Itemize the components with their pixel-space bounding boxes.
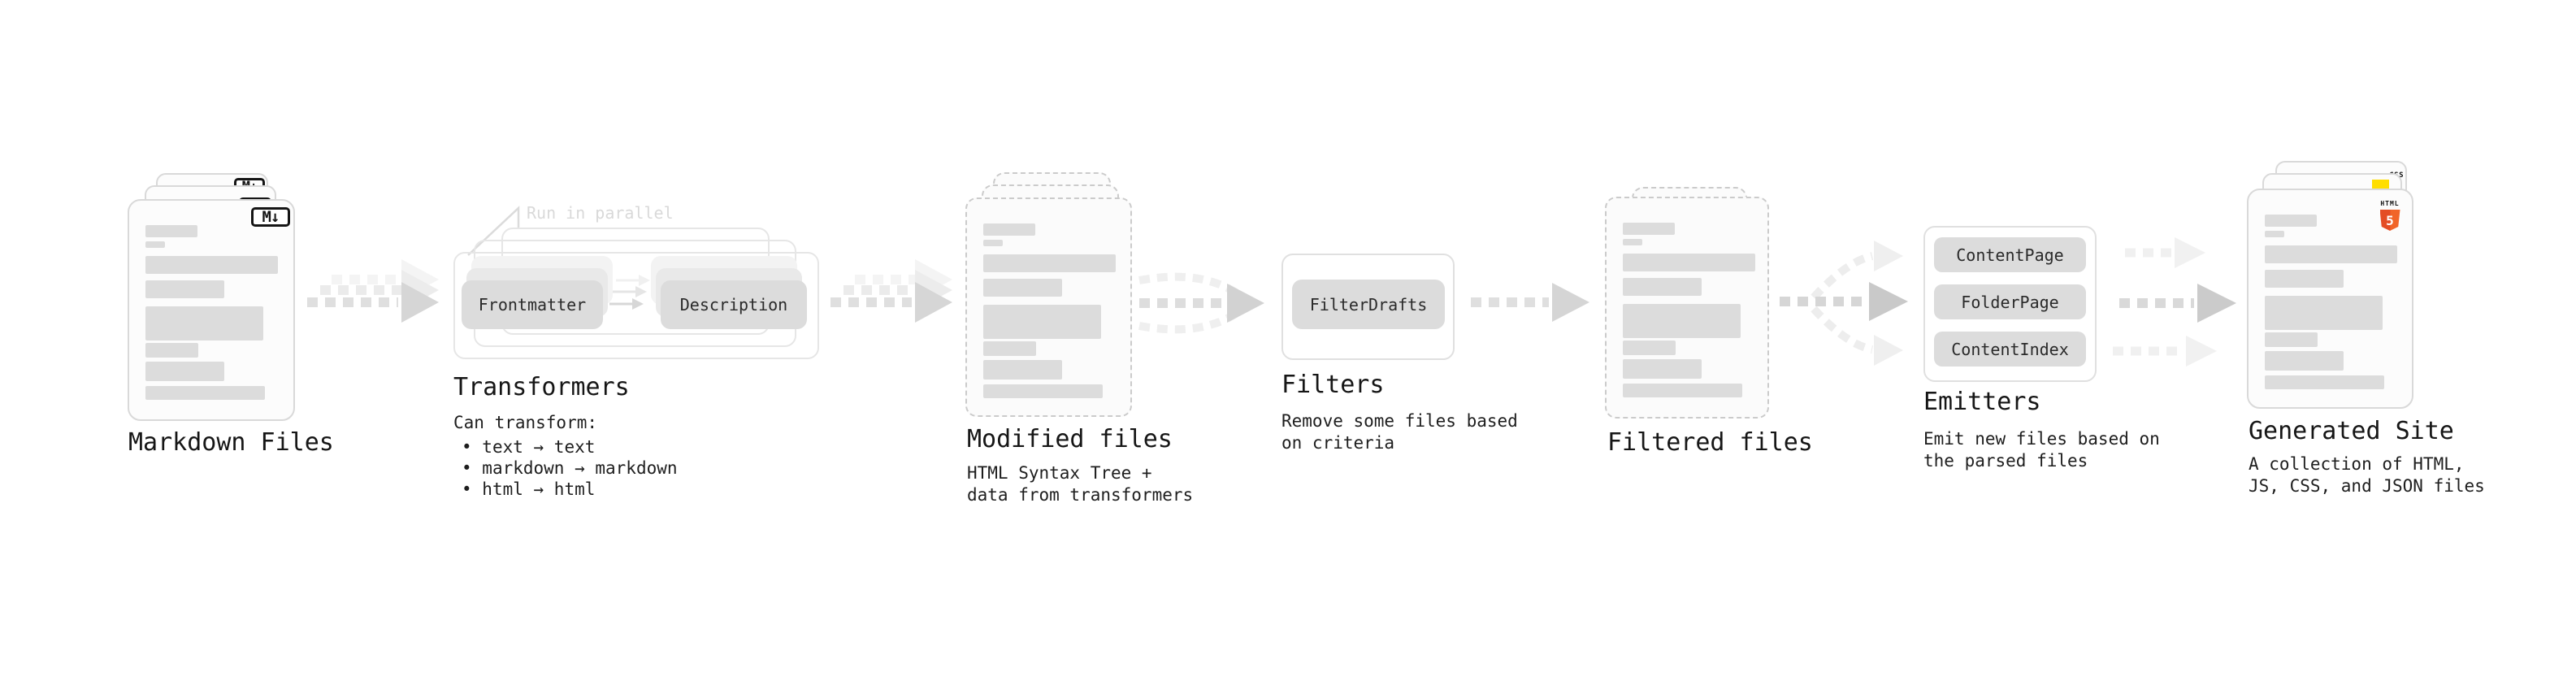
generated-site-label: Generated Site xyxy=(2249,417,2454,445)
doc-text-bar xyxy=(145,256,278,274)
generated-doc-front: HTML 5 xyxy=(2247,189,2413,409)
html5-icon-shield: 5 xyxy=(2379,210,2400,231)
arrow-transformers-to-modified xyxy=(830,259,952,323)
markdown-icon: M↓ xyxy=(251,207,290,227)
doc-text-bar xyxy=(145,343,198,358)
filterdrafts-box: FilterDrafts xyxy=(1292,280,1445,329)
doc-text-bar xyxy=(2265,215,2317,227)
doc-text-bar xyxy=(2265,231,2284,237)
can-transform-heading: Can transform: xyxy=(453,413,598,432)
doc-text-bar xyxy=(983,341,1036,356)
doc-text-bar xyxy=(145,280,224,298)
doc-text-bar xyxy=(983,240,1003,246)
doc-text-bar xyxy=(145,225,197,237)
transformers-label: Transformers xyxy=(453,373,630,401)
js-icon xyxy=(2372,180,2389,189)
arrows-emitters-to-generated xyxy=(2113,237,2236,367)
arrow-markdown-to-transformers xyxy=(307,259,439,323)
doc-text-bar xyxy=(983,254,1116,272)
transform-bullet: text → text xyxy=(462,436,678,458)
transform-bullet: html → html xyxy=(462,479,678,500)
arrow-filters-to-filtered xyxy=(1471,283,1589,322)
transformers-outline-front xyxy=(453,252,819,359)
contentindex-box: ContentIndex xyxy=(1934,332,2086,367)
doc-text-bar xyxy=(2265,375,2384,389)
contentpage-box: ContentPage xyxy=(1934,237,2086,272)
markdown-files-label: Markdown Files xyxy=(128,428,334,457)
description-box: Description xyxy=(661,280,807,329)
folderpage-box: FolderPage xyxy=(1934,284,2086,319)
arrow-filtered-to-emitters-split xyxy=(1780,241,1908,366)
doc-text-bar xyxy=(1623,278,1702,296)
transformers-description: Can transform: text → text markdown → ma… xyxy=(453,412,678,500)
doc-text-bar xyxy=(1623,239,1642,245)
html5-icon: HTML 5 xyxy=(2378,193,2402,231)
doc-text-bar xyxy=(1623,340,1676,355)
doc-text-bar xyxy=(2265,270,2344,288)
doc-text-bar xyxy=(1623,223,1675,235)
markdown-doc-front: M↓ xyxy=(128,199,295,421)
transform-bullet: markdown → markdown xyxy=(462,458,677,479)
doc-text-bar xyxy=(145,306,263,340)
doc-text-bar xyxy=(1623,254,1755,271)
doc-text-bar xyxy=(2265,351,2344,371)
doc-text-bar xyxy=(1623,304,1741,338)
html5-icon-word: HTML xyxy=(2380,200,2400,207)
doc-text-bar xyxy=(1623,359,1702,379)
doc-text-bar xyxy=(983,279,1062,297)
arrow-modified-to-filters-merge xyxy=(1138,272,1264,334)
doc-text-bar xyxy=(983,384,1103,398)
generated-site-description: A collection of HTML, JS, CSS, and JSON … xyxy=(2249,454,2485,496)
doc-text-bar xyxy=(145,362,224,381)
doc-text-bar xyxy=(983,360,1062,380)
filters-label: Filters xyxy=(1281,371,1385,399)
modified-files-label: Modified files xyxy=(967,425,1173,453)
doc-text-bar xyxy=(2265,296,2383,330)
modified-files-description: HTML Syntax Tree + data from transformer… xyxy=(967,463,1194,505)
modified-doc-front xyxy=(965,197,1132,417)
emitters-description: Emit new files based on the parsed files xyxy=(1923,429,2160,471)
doc-text-bar xyxy=(983,305,1101,339)
filters-description: Remove some files based on criteria xyxy=(1281,411,1518,453)
doc-text-bar xyxy=(1623,384,1742,397)
frontmatter-box: Frontmatter xyxy=(462,280,603,329)
doc-text-bar xyxy=(2265,245,2397,263)
doc-text-bar xyxy=(2265,332,2318,347)
doc-text-bar xyxy=(145,241,165,248)
emitters-label: Emitters xyxy=(1923,388,2041,416)
run-in-parallel-note: Run in parallel xyxy=(527,203,674,223)
filtered-doc-front xyxy=(1605,197,1769,419)
doc-text-bar xyxy=(145,386,265,400)
filtered-files-label: Filtered files xyxy=(1607,428,1813,457)
doc-text-bar xyxy=(983,223,1035,236)
